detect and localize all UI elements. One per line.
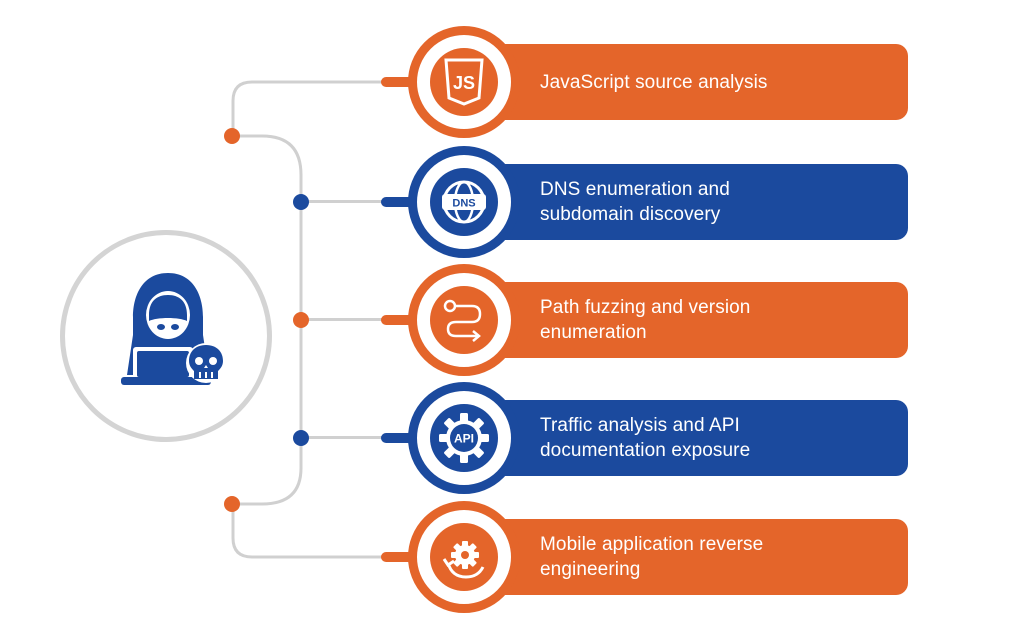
- item-label: DNS enumeration and subdomain discovery: [540, 179, 730, 225]
- item-icon-badge: API: [430, 404, 498, 472]
- item-label: Mobile application reverse engineering: [540, 534, 764, 580]
- item-bar: [465, 164, 908, 240]
- item-bar: [465, 44, 908, 120]
- item-icon-badge: [430, 523, 498, 591]
- branch-connector: [301, 436, 391, 439]
- item-stub: [381, 197, 417, 207]
- connector-node: [224, 128, 240, 144]
- javascript-icon: JS: [444, 58, 484, 106]
- item-stub: [381, 315, 417, 325]
- item-label: JavaScript source analysis: [540, 71, 768, 93]
- dns-globe-icon: DNS: [442, 180, 486, 224]
- item-bar: [465, 400, 908, 476]
- item-icon-badge: JS: [430, 48, 498, 116]
- route-path-icon: [443, 299, 482, 342]
- item-stub: [381, 552, 417, 562]
- svg-text:DNS: DNS: [452, 198, 475, 210]
- svg-text:API: API: [454, 432, 474, 446]
- item-label: Path fuzzing and version enumeration: [540, 297, 751, 343]
- item-icon-ring: [408, 501, 520, 613]
- hooded-hacker-icon: [121, 273, 226, 385]
- branch-connector: [301, 200, 391, 203]
- item-icon-ring: JS: [408, 26, 520, 138]
- item-icon-ring: DNS: [408, 146, 520, 258]
- connector-node: [224, 496, 240, 512]
- item-bar: [465, 282, 908, 358]
- branch-connector: [301, 318, 391, 321]
- api-gear-icon: API: [439, 413, 489, 463]
- connector-node: [293, 194, 309, 210]
- item-icon-ring: API: [408, 382, 520, 494]
- item-icon-ring: [408, 264, 520, 376]
- item-stub: [381, 77, 417, 87]
- item-label: Traffic analysis and API documentation e…: [540, 415, 751, 461]
- item-stub: [381, 433, 417, 443]
- hub-circle: [60, 230, 272, 442]
- svg-text:JS: JS: [453, 73, 475, 93]
- item-bar: [465, 519, 908, 595]
- item-icon-badge: DNS: [430, 168, 498, 236]
- item-icon-badge: [430, 286, 498, 354]
- connector-node: [293, 312, 309, 328]
- connector-node: [293, 430, 309, 446]
- reverse-cycle-gear-icon: [442, 541, 485, 579]
